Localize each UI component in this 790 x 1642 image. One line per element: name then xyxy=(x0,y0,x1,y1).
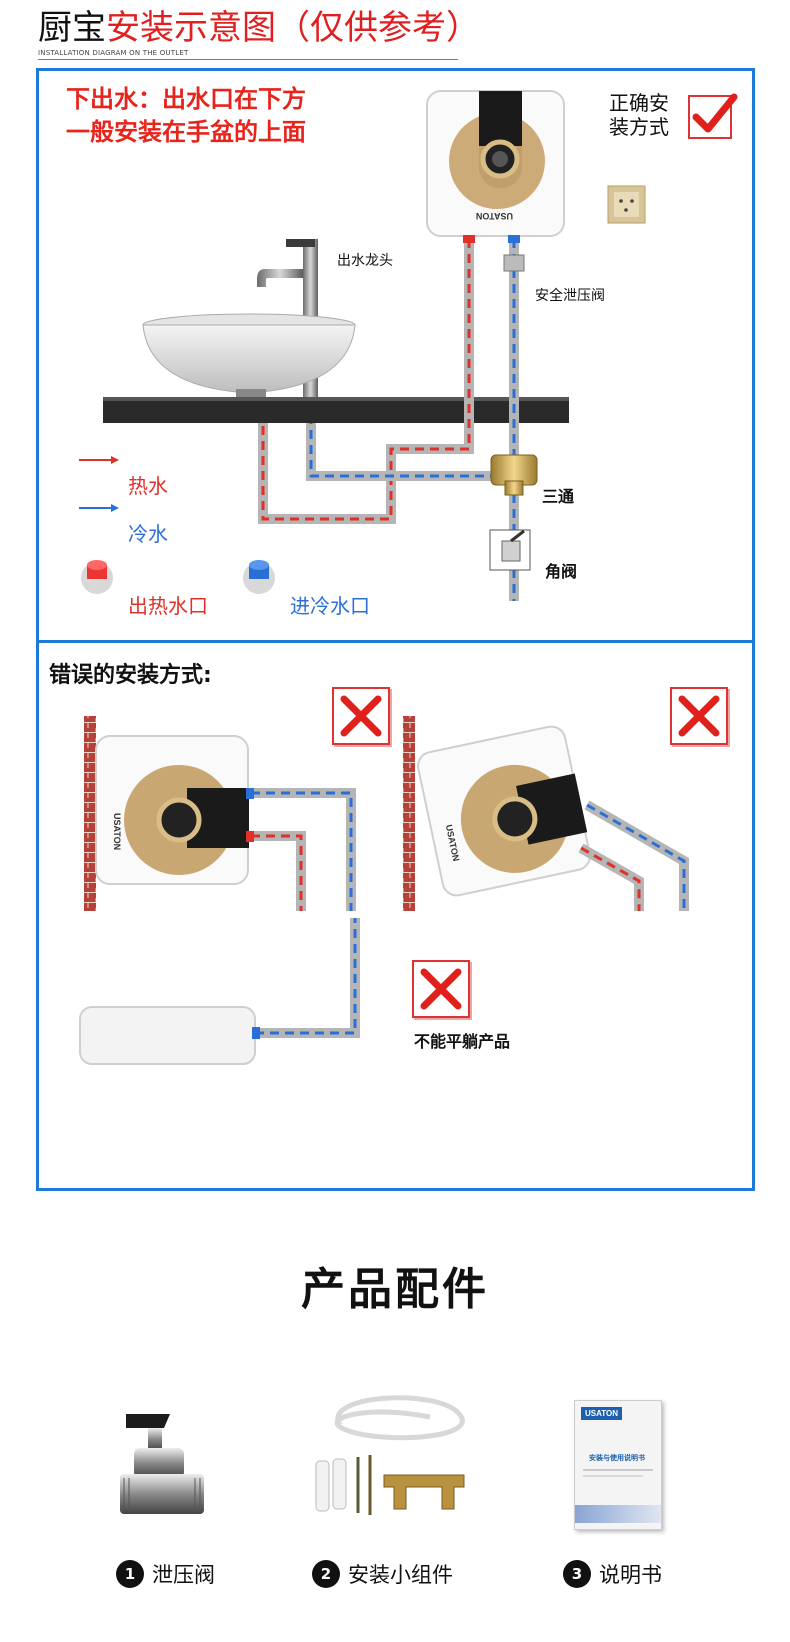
header-rule xyxy=(38,59,458,60)
accessory-label: 泄压阀 xyxy=(152,1563,215,1587)
manual-image: USATON 安装与使用说明书 xyxy=(574,1400,662,1530)
correct-install-diagram: USATON xyxy=(79,90,646,601)
hot-water-legend: 热水 xyxy=(128,474,168,498)
accessory-label: 说明书 xyxy=(599,1563,662,1587)
relief-valve-image xyxy=(120,1414,204,1514)
tee-label: 三通 xyxy=(542,487,575,506)
cold-inlet-label: 进冷水口 xyxy=(290,594,370,618)
flat-warning-label: 不能平躺产品 xyxy=(414,1032,511,1051)
cold-water-legend: 冷水 xyxy=(128,522,168,546)
svg-text:USATON: USATON xyxy=(476,211,513,221)
manual-title: 安装与使用说明书 xyxy=(589,1454,645,1462)
install-note-line1: 下出水：出水口在下方 xyxy=(66,85,306,113)
install-note-line2: 一般安装在手盆的上面 xyxy=(66,118,306,146)
mounting-kit-image xyxy=(315,1395,465,1515)
wrong-install-title: 错误的安装方式: xyxy=(49,663,212,688)
safety-valve-label: 安全泄压阀 xyxy=(535,288,605,304)
wrong-mark-icon xyxy=(332,687,390,745)
accessories-title: 产品配件 xyxy=(301,1264,489,1315)
manual-brand: USATON xyxy=(581,1407,623,1420)
number-badge: 3 xyxy=(563,1560,591,1588)
number-badge: 1 xyxy=(116,1560,144,1588)
wrong-install-diagram: USATON USATON xyxy=(79,716,689,1065)
number-badge: 2 xyxy=(312,1560,340,1588)
svg-text:USATON: USATON xyxy=(112,813,122,850)
accessory-item: 1 泄压阀 xyxy=(116,1559,215,1589)
check-mark-icon xyxy=(688,93,738,141)
page-title: 厨宝安装示意图（仅供参考） xyxy=(38,8,480,48)
accessory-item: 2 安装小组件 xyxy=(312,1559,453,1589)
faucet-label: 出水龙头 xyxy=(337,253,393,269)
correct-label: 正确安 装方式 xyxy=(609,91,669,139)
accessory-label: 安装小组件 xyxy=(348,1563,453,1587)
wrong-mark-icon xyxy=(670,687,728,745)
section-divider xyxy=(36,640,755,643)
diagram-frame xyxy=(36,68,755,1191)
angle-valve-label: 角阀 xyxy=(545,562,578,581)
wrong-mark-icon xyxy=(412,960,470,1018)
hot-outlet-label: 出热水口 xyxy=(128,594,208,618)
page-subtitle: INSTALLATION DIAGRAM ON THE OUTLET xyxy=(38,49,189,57)
accessory-item: 3 说明书 xyxy=(563,1559,662,1589)
